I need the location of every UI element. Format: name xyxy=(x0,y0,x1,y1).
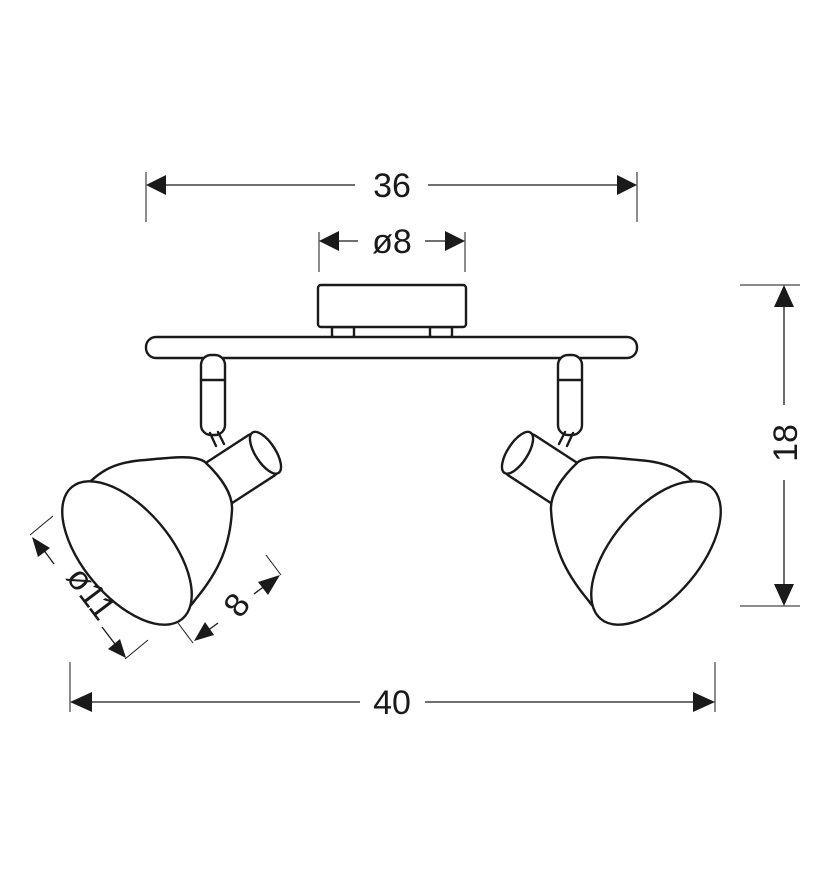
dimension-height: 18 xyxy=(740,284,805,607)
label-40: 40 xyxy=(373,684,411,722)
label-18: 18 xyxy=(767,424,805,462)
mounting-bar xyxy=(144,335,639,360)
dimension-canopy-diameter: ø8 xyxy=(318,223,466,272)
label-36: 36 xyxy=(373,167,411,205)
right-spotlight xyxy=(494,353,747,649)
label-shade-depth: 8 xyxy=(216,586,258,624)
dimension-bar-width: 36 xyxy=(145,167,638,222)
dimension-total-width: 40 xyxy=(69,662,716,722)
label-canopy-diameter: ø8 xyxy=(372,223,412,261)
canopy xyxy=(316,283,468,343)
